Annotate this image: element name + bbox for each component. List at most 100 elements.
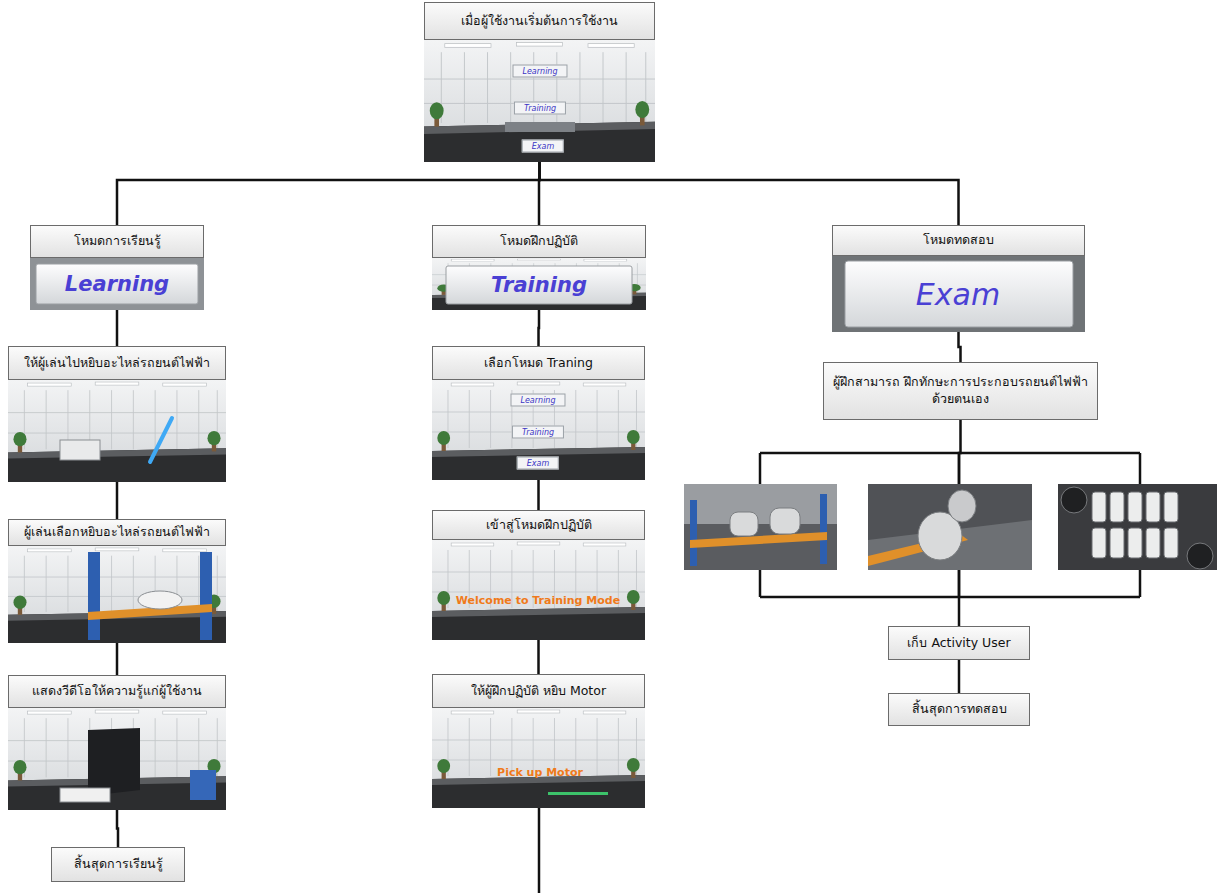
screen-label: Exam	[916, 277, 1000, 312]
step-header: โหมดทดสอบ	[832, 225, 1085, 256]
flow-step: เมื่อผู้ใช้งานเริ่มต้นการใช้งาน LearningT…	[424, 2, 655, 162]
training-screenshot	[432, 258, 646, 310]
step-header: สิ้นสุดการทดสอบ	[888, 693, 1030, 726]
screenshot-area	[432, 540, 645, 640]
exam-picture	[868, 484, 1032, 570]
screen-label: Training	[491, 273, 587, 297]
flow-step: ผู้เล่นเลือกหยิบอะไหล่รถยนต์ไฟฟ้า	[8, 519, 226, 643]
flow-connector	[537, 640, 540, 674]
flow-connector	[116, 643, 119, 675]
flow-connector	[117, 810, 118, 847]
battery-cells	[1092, 492, 1178, 558]
training-screenshot	[432, 540, 645, 640]
screenshot-area	[8, 546, 226, 643]
flow-connector	[537, 310, 540, 346]
screen-label: Pick up Motor	[497, 766, 583, 779]
screen-label: Exam	[517, 457, 559, 470]
flow-connector	[958, 660, 961, 693]
flow-step: ให้ผู้ฝึกปฏิบัติ หยิบ MotorPick up Motor	[432, 674, 645, 808]
flow-connector	[537, 480, 540, 510]
flow-step: เข้าสู่โหมดฝึกปฏิบัติ Welcome to Training…	[432, 510, 645, 640]
learning-banner	[36, 264, 198, 304]
step-text: เมื่อผู้ใช้งานเริ่มต้นการใช้งาน	[461, 13, 618, 30]
flow-step: ผู้ฝึกสามารถ ฝึกทักษะการประกอบรถยนต์ไฟฟ้…	[823, 362, 1098, 420]
flow-connector	[117, 162, 540, 225]
wheel	[1061, 487, 1087, 513]
step-header: เข้าสู่โหมดฝึกปฏิบัติ	[432, 510, 645, 540]
step-header: ให้ผู้เล่นไปหยิบอะไหล่รถยนต์ไฟฟ้า	[8, 346, 226, 380]
flow-connector	[540, 162, 959, 225]
flow-step: เลือกโหมด TraningLearningTrainingExam	[432, 346, 645, 480]
step-text: สิ้นสุดการทดสอบ	[912, 701, 1007, 718]
step-header: แสดงวีดีโอให้ความรู้แก่ผู้ใช้งาน	[8, 675, 226, 708]
step-header: สิ้นสุดการเรียนรู้	[51, 847, 185, 882]
step-text: ผู้ฝึกสามารถ ฝึกทักษะการประกอบรถยนต์ไฟฟ้…	[830, 374, 1091, 408]
shelf-post	[690, 500, 697, 566]
motor-part	[948, 490, 976, 522]
screen-label: Training	[512, 426, 564, 439]
training-screenshot	[432, 708, 645, 808]
screen-label: Learning	[512, 65, 567, 78]
screen-label: Learning	[510, 394, 565, 407]
step-header: ผู้เล่นเลือกหยิบอะไหล่รถยนต์ไฟฟ้า	[8, 519, 226, 546]
shelf-post	[820, 494, 827, 564]
screen-label: Training	[514, 102, 566, 115]
wheel	[1187, 543, 1213, 569]
vr-pointer-ray	[150, 418, 172, 462]
flow-step: โหมดทดสอบ Exam	[832, 225, 1085, 332]
step-text: ให้ผู้ฝึกปฏิบัติ หยิบ Motor	[471, 683, 606, 700]
learning-screenshot	[8, 708, 226, 810]
flow-step: โหมดการเรียนรู้Learning	[30, 225, 204, 310]
start-screenshot	[424, 40, 655, 162]
screenshot-area	[432, 708, 645, 808]
flow-step: สิ้นสุดการทดสอบ	[888, 693, 1030, 726]
step-header: เลือกโหมด Traning	[432, 346, 645, 380]
screen-label: Exam	[522, 140, 564, 153]
step-header: เมื่อผู้ใช้งานเริ่มต้นการใช้งาน	[424, 2, 655, 40]
banner-ground	[832, 256, 1085, 332]
scene-table	[505, 122, 575, 132]
learning-screenshot	[8, 380, 226, 482]
banner-ground	[30, 258, 204, 310]
step-text: โหมดฝึกปฏิบัติ	[500, 233, 578, 250]
exam-banner	[845, 261, 1073, 327]
step-text: สิ้นสุดการเรียนรู้	[74, 856, 163, 873]
flow-step: เก็บ Activity User	[888, 626, 1030, 660]
step-header: ให้ผู้ฝึกปฏิบัติ หยิบ Motor	[432, 674, 645, 708]
video-screen	[88, 728, 140, 796]
progress-bar	[548, 792, 608, 795]
flow-step: สิ้นสุดการเรียนรู้	[51, 847, 185, 882]
flow-step: โหมดฝึกปฏิบัติ Training	[432, 225, 646, 310]
motor-part	[730, 512, 758, 536]
scene-box	[60, 440, 100, 460]
flow-connector	[116, 482, 119, 519]
training-banner	[446, 266, 632, 304]
flow-connector	[959, 332, 961, 362]
step-header: โหมดฝึกปฏิบัติ	[432, 225, 646, 258]
step-text: ให้ผู้เล่นไปหยิบอะไหล่รถยนต์ไฟฟ้า	[24, 355, 210, 372]
screen-label: Welcome to Training Mode	[456, 594, 620, 607]
exam-picture-wall	[684, 484, 837, 524]
motor-part	[770, 508, 800, 534]
step-text: เลือกโหมด Traning	[484, 355, 593, 372]
flow-line	[538, 808, 541, 893]
step-text: เข้าสู่โหมดฝึกปฏิบัติ	[486, 517, 592, 534]
car-part	[138, 591, 182, 609]
step-header: เก็บ Activity User	[888, 626, 1030, 660]
step-header: ผู้ฝึกสามารถ ฝึกทักษะการประกอบรถยนต์ไฟฟ้…	[823, 362, 1098, 420]
step-text: แสดงวีดีโอให้ความรู้แก่ผู้ใช้งาน	[32, 683, 202, 700]
exam-picture	[684, 484, 837, 570]
scene-stand	[190, 770, 216, 800]
scene-table	[60, 788, 110, 802]
step-text: โหมดทดสอบ	[923, 232, 994, 249]
training-screenshot	[432, 380, 645, 480]
flow-step: ให้ผู้เล่นไปหยิบอะไหล่รถยนต์ไฟฟ้า	[8, 346, 226, 482]
step-header: โหมดการเรียนรู้	[30, 225, 204, 258]
screenshot-area	[8, 708, 226, 810]
exam-picture	[1058, 484, 1217, 570]
shelf-post	[200, 552, 212, 640]
flow-step: แสดงวีดีโอให้ความรู้แก่ผู้ใช้งาน	[8, 675, 226, 810]
screenshot-area	[8, 380, 226, 482]
